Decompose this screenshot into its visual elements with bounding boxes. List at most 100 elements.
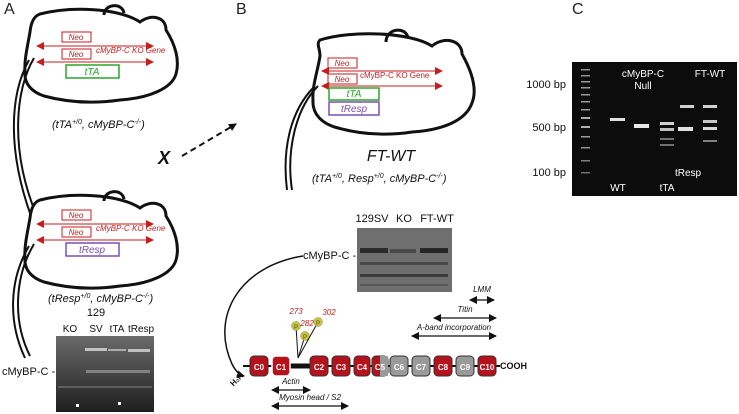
phospho-symbol: P [303, 335, 307, 341]
domain-c1-highlight [271, 355, 291, 377]
domain-label: C1 [276, 363, 287, 372]
phospho-site-marker [313, 317, 323, 327]
actin-region-label: Actin [281, 377, 300, 386]
mouse-tta: Neo Neo cMyBP-C KO Gene tTA [12, 4, 179, 217]
tta-box [328, 87, 380, 101]
titin-region-label: Titin [457, 305, 473, 314]
blot-b-lane: KO [396, 213, 412, 225]
phospho-symbol: P [316, 321, 320, 327]
blot-b-band-label: cMyBP-C - [303, 250, 357, 262]
tresp-box [328, 101, 380, 116]
panel-c-letter: C [572, 1, 584, 18]
western-blot-a [56, 336, 154, 412]
phospho-stalk [295, 325, 299, 359]
phospho-site-number: 282 [299, 319, 314, 328]
mouse-tresp-tail [12, 243, 35, 359]
phospho-site-number: 302 [322, 308, 336, 317]
blot-b-lane: FT-WT [420, 213, 454, 225]
domain-c8 [433, 355, 453, 377]
domain-c3 [331, 355, 351, 377]
domain-c0 [249, 355, 269, 377]
blot-a-lane: SV [89, 324, 103, 335]
domain-label: C3 [336, 363, 347, 372]
domain-c4 [353, 355, 371, 377]
blot-a-lane: tTA [110, 324, 125, 335]
western-blot-b [357, 228, 452, 292]
lmm-region-label: LMM [473, 285, 491, 294]
gel-label-tta: tTA [660, 183, 675, 194]
c-terminus-label: COOH [500, 361, 527, 371]
domain-label: C5 [375, 363, 386, 372]
neo-label: Neo [69, 50, 84, 59]
ko-gene-label: cMyBP-C KO Gene [96, 224, 166, 233]
neo-label: Neo [335, 59, 350, 68]
gel-label-null-2: Null [634, 81, 651, 92]
domain-label: C8 [438, 363, 449, 372]
gel-label-tresp: tResp [675, 168, 702, 179]
genotype-tresp: (tResp+/0, cMyBP-C-/-) [48, 293, 154, 305]
phospho-symbol: P [294, 325, 298, 331]
gel-label-wt: WT [610, 183, 626, 194]
tresp-label: tResp [79, 245, 106, 256]
mouse-ft-wt-tail [284, 85, 319, 191]
domain-label: C9 [460, 363, 471, 372]
phospho-site-number: 273 [288, 307, 303, 316]
domain-c2 [309, 355, 329, 377]
genotype-tta: (tTA+/0, cMyBP-C-/-) [52, 119, 145, 131]
domain-label: C0 [254, 363, 265, 372]
neo-label: Neo [69, 211, 84, 220]
ladder-100: 100 bp [532, 167, 566, 179]
mouse-tta-tail [12, 57, 37, 217]
domain-label: C10 [480, 363, 495, 372]
blot-link-arrow [224, 255, 304, 379]
genotype-ft-wt: (tTA+/0, Resp+/0, cMyBP-C-/-) [312, 173, 447, 185]
domain-c6 [389, 355, 409, 377]
domain-c9 [455, 355, 475, 377]
ko-gene-label: cMyBP-C KO Gene [96, 46, 166, 55]
domain-label: C6 [394, 363, 405, 372]
neo-label: Neo [335, 75, 350, 84]
domain-label: C2 [314, 363, 325, 372]
tta-label: tTA [347, 89, 362, 100]
ladder-1000: 1000 bp [526, 79, 566, 91]
neo-label: Neo [69, 228, 84, 237]
domain-c10 [477, 355, 497, 377]
mouse-ft-wt: Neo Neo cMyBP-C KO Gene tTA tResp [284, 28, 476, 191]
domain-c5-gray-half [380, 356, 388, 376]
blot-a-band-label: cMyBP-C - [2, 366, 56, 378]
domain-label: C4 [357, 363, 368, 372]
neo-label: Neo [69, 33, 84, 42]
mouse-tta-body [23, 7, 179, 104]
blot-a-lane: KO [63, 324, 78, 335]
ft-wt-name: FT-WT [367, 148, 417, 165]
tresp-box [65, 242, 120, 257]
tta-label: tTA [85, 67, 100, 78]
blot-a-lane: tResp [128, 324, 155, 335]
cross-arrow [181, 123, 237, 157]
blot-b-lane: 129SV [355, 213, 389, 225]
blot-a-lane-header: 129 [87, 307, 105, 319]
panel-b-letter: B [236, 1, 247, 18]
mouse-tta-ear [102, 4, 126, 16]
mouse-tresp-body [23, 193, 179, 290]
phospho-stalk [297, 321, 319, 359]
cross-symbol: X [157, 148, 171, 168]
panel-a-letter: A [4, 1, 15, 18]
ko-gene-label: cMyBP-C KO Gene [360, 71, 430, 80]
phospho-site-marker [291, 321, 301, 331]
gel-label-null: cMyBP-C [622, 69, 664, 80]
mouse-tresp-ear [102, 190, 126, 202]
gel-label-ftwt: FT-WT [695, 69, 726, 80]
tta-box [65, 64, 120, 79]
a-band-region-label: A-band incorporation [416, 323, 492, 332]
domain-label: C7 [416, 363, 427, 372]
domain-c7 [411, 355, 431, 377]
pcr-gel [572, 62, 737, 196]
ladder-500: 500 bp [532, 122, 566, 134]
mouse-ft-wt-ear [384, 28, 410, 43]
mouse-tresp: Neo Neo cMyBP-C KO Gene tResp [12, 190, 179, 359]
myosin-s2-region-label: Myosin head / S2 [279, 393, 341, 402]
tresp-label: tResp [341, 104, 368, 115]
